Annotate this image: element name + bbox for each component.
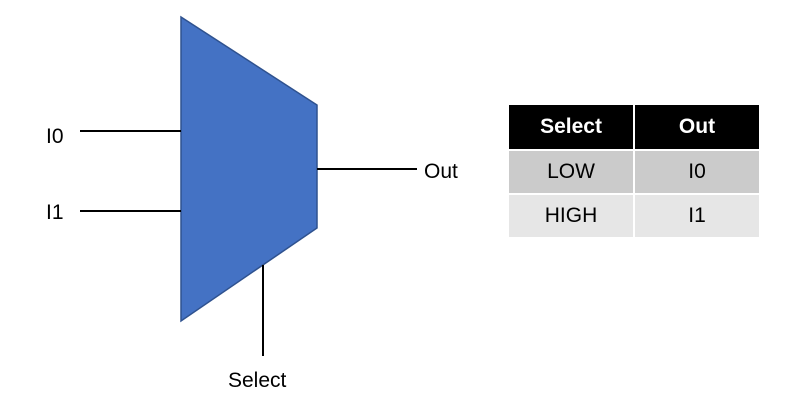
output-label: Out bbox=[424, 160, 458, 183]
multiplexer-body bbox=[180, 15, 318, 323]
cell-out-i1: I1 bbox=[633, 193, 761, 239]
table-row: HIGH I1 bbox=[507, 193, 761, 239]
cell-out-i0: I0 bbox=[633, 149, 761, 195]
select-label: Select bbox=[228, 369, 287, 392]
truth-table: Select Out LOW I0 HIGH I1 bbox=[507, 103, 761, 239]
cell-select-low: LOW bbox=[507, 149, 635, 195]
table-header-row: Select Out bbox=[507, 103, 761, 151]
header-out: Out bbox=[633, 103, 761, 151]
table-row: LOW I0 bbox=[507, 149, 761, 195]
input-label-i1: I1 bbox=[46, 201, 64, 224]
header-select: Select bbox=[507, 103, 635, 151]
input-label-i0: I0 bbox=[46, 125, 64, 148]
cell-select-high: HIGH bbox=[507, 193, 635, 239]
